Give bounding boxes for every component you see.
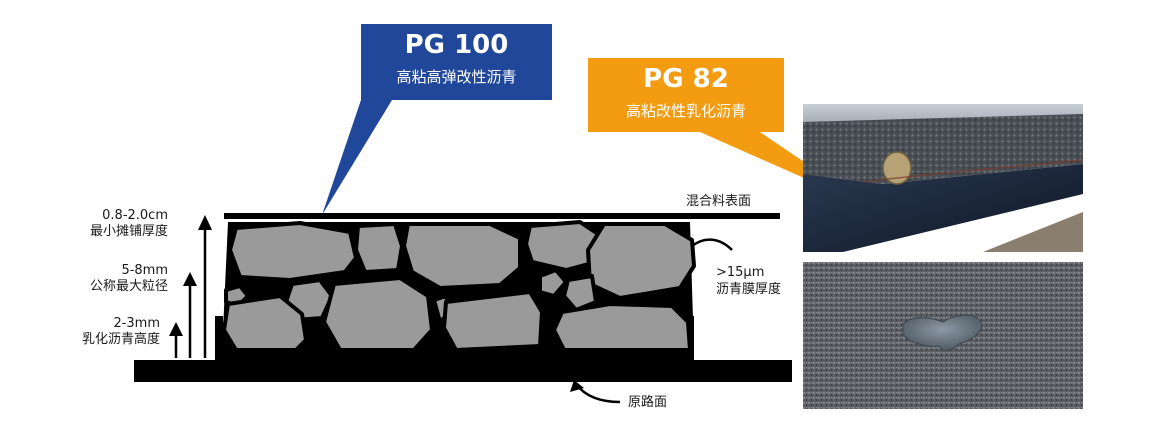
pg82-subtitle: 高粘改性乳化沥青 xyxy=(625,102,746,120)
base-leader-arrow-head xyxy=(570,380,584,392)
emulsion-layer-left xyxy=(215,316,223,362)
thickness-desc: 最小摊铺厚度 xyxy=(89,224,168,239)
base-label: 原路面 xyxy=(628,395,668,410)
stone-12 xyxy=(538,268,568,298)
arrow-thickness-head xyxy=(198,215,212,230)
stone-4 xyxy=(524,220,600,272)
film-leader-line xyxy=(691,238,733,251)
pg100-callout-box xyxy=(322,24,552,215)
asphalt-texture-photo xyxy=(803,262,1083,409)
stone-8 xyxy=(222,294,308,352)
stone-3 xyxy=(402,222,522,290)
pg82-callout-box xyxy=(588,58,872,208)
stone-1 xyxy=(228,221,358,282)
base-road-slab xyxy=(134,360,792,382)
stone-11 xyxy=(442,290,544,352)
aggregate-value: 5-8mm xyxy=(121,263,168,278)
stone-14 xyxy=(552,302,692,352)
aggregate-desc: 公称最大粒径 xyxy=(89,279,168,294)
film-value: >15μm xyxy=(716,265,765,280)
aggregate-stones xyxy=(222,220,696,352)
asphalt-road-edge-photo xyxy=(803,104,1083,252)
stone-5 xyxy=(586,222,696,300)
stone-2 xyxy=(354,222,404,274)
mixture-surface-line xyxy=(224,213,780,219)
emulsion-layer-bottom xyxy=(215,352,694,362)
arrow-aggregate-head xyxy=(183,272,197,286)
base-leader-arrow xyxy=(575,383,621,404)
surface-label: 混合料表面 xyxy=(686,194,752,209)
pg100-subtitle: 高粘高弹改性沥青 xyxy=(396,68,517,86)
pg82-title: PG 82 xyxy=(643,64,729,94)
thickness-value: 0.8-2.0cm xyxy=(102,208,168,223)
pg100-title: PG 100 xyxy=(404,30,509,60)
stone-9 xyxy=(322,276,434,352)
film-desc: 沥青膜厚度 xyxy=(716,282,782,297)
height-arrows xyxy=(169,215,212,358)
emulsion-value: 2-3mm xyxy=(113,316,160,331)
emulsion-desc: 乳化沥青高度 xyxy=(81,332,160,347)
arrow-emulsion-head xyxy=(169,322,183,336)
